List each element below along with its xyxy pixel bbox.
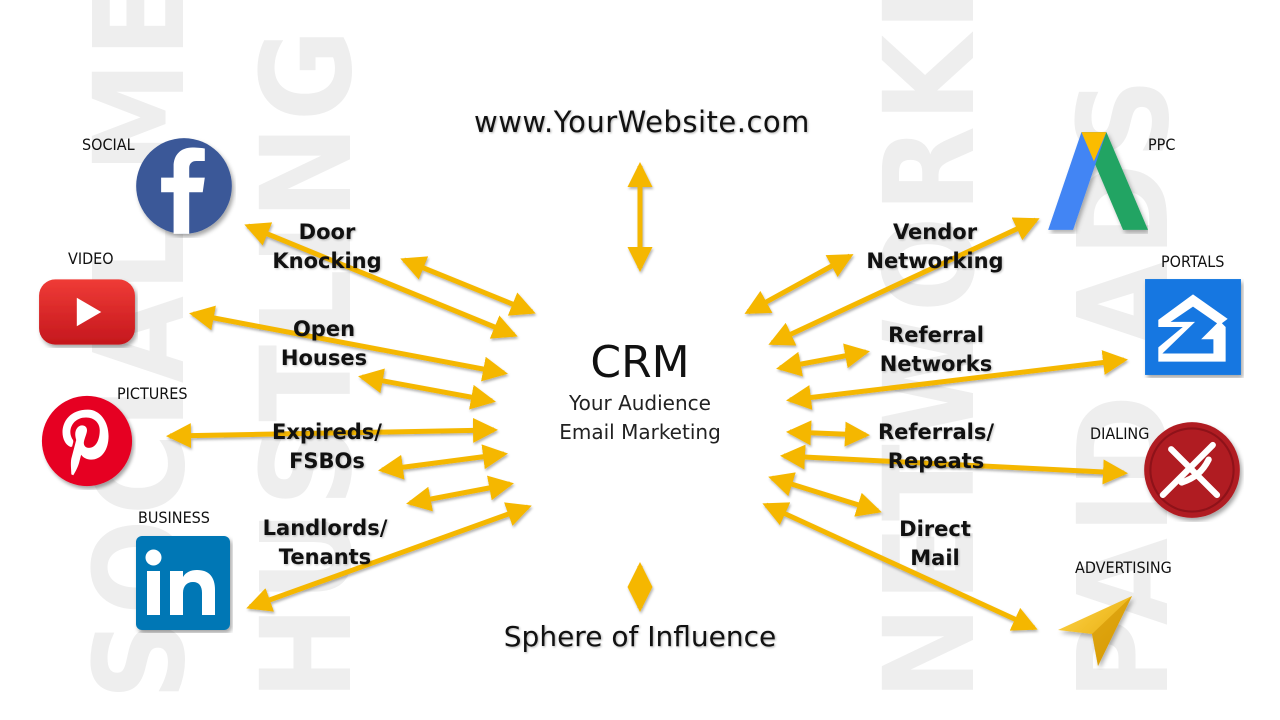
label-door-knocking-line1: Door — [298, 220, 356, 244]
label-referrals-repeats-line2: Repeats — [887, 449, 985, 473]
navigation-arrow-icon — [1058, 596, 1132, 666]
arrow-business — [246, 502, 532, 612]
caption-social: SOCIAL — [82, 135, 135, 154]
label-expireds-line1: Expireds/ — [272, 420, 382, 444]
arrow-expireds — [378, 444, 508, 480]
label-landlords-line1: Landlords/ — [262, 516, 388, 540]
arrow-advertising — [762, 502, 1038, 631]
arrow-referral-networks — [776, 343, 870, 377]
label-door-knocking-line2: Knocking — [272, 249, 382, 273]
label-vendor-networking-line1: Vendor — [892, 220, 978, 244]
label-referrals-repeats: Referrals/ Repeats — [861, 418, 1011, 476]
linkedin-icon — [136, 536, 230, 630]
crm-title: CRM — [590, 337, 690, 388]
label-landlords-line2: Tenants — [278, 545, 372, 569]
crm-subtitle-email: Email Marketing — [559, 420, 721, 444]
caption-dialing: DIALING — [1090, 424, 1150, 443]
label-referral-networks: Referral Networks — [866, 321, 1006, 379]
arrow-landlords — [406, 475, 514, 512]
label-referral-networks-line2: Networks — [879, 352, 993, 376]
caption-video: VIDEO — [68, 249, 114, 268]
website-label: www.YourWebsite.com — [474, 105, 810, 139]
caption-business: BUSINESS — [138, 508, 210, 527]
label-landlords: Landlords/ Tenants — [245, 514, 405, 572]
caption-portals: PORTALS — [1161, 252, 1225, 271]
arrow-video — [189, 305, 508, 382]
caption-pictures: PICTURES — [117, 384, 188, 403]
youtube-icon — [39, 279, 135, 345]
label-open-houses-line1: Open — [292, 317, 356, 341]
pinterest-icon — [41, 395, 133, 487]
zillow-icon — [1145, 279, 1241, 375]
arrow-portals — [786, 350, 1128, 410]
crm-subtitle-audience: Your Audience — [569, 391, 711, 415]
label-direct-mail-line1: Direct — [899, 517, 971, 541]
caption-ppc: PPC — [1148, 135, 1176, 154]
label-door-knocking: Door Knocking — [262, 218, 392, 276]
arrow-door-knocking — [400, 256, 536, 316]
caption-advertising: ADVERTISING — [1075, 558, 1172, 577]
label-referrals-repeats-line1: Referrals/ — [877, 420, 995, 444]
arrow-ppc — [768, 217, 1040, 346]
label-direct-mail-line2: Mail — [910, 546, 960, 570]
sphere-of-influence-label: Sphere of Influence — [503, 620, 777, 653]
arrow-vendor-networking — [744, 253, 854, 315]
arrow-pictures — [166, 417, 498, 449]
dialer-icon — [1144, 422, 1240, 518]
label-open-houses-line2: Houses — [280, 346, 368, 370]
label-vendor-networking-line2: Networking — [866, 249, 1004, 273]
arrow-direct-mail — [768, 472, 882, 517]
arrow-referrals — [786, 420, 870, 447]
label-direct-mail: Direct Mail — [880, 515, 990, 573]
label-open-houses: Open Houses — [259, 315, 389, 373]
google-ads-icon — [1048, 132, 1148, 230]
arrow-open-houses — [358, 368, 496, 410]
arrow-dialing — [780, 444, 1128, 485]
label-referral-networks-line1: Referral — [888, 323, 984, 347]
label-expireds: Expireds/ FSBOs — [252, 418, 402, 476]
facebook-icon — [136, 138, 232, 234]
label-vendor-networking: Vendor Networking — [860, 218, 1010, 276]
label-expireds-line2: FSBOs — [289, 449, 365, 473]
